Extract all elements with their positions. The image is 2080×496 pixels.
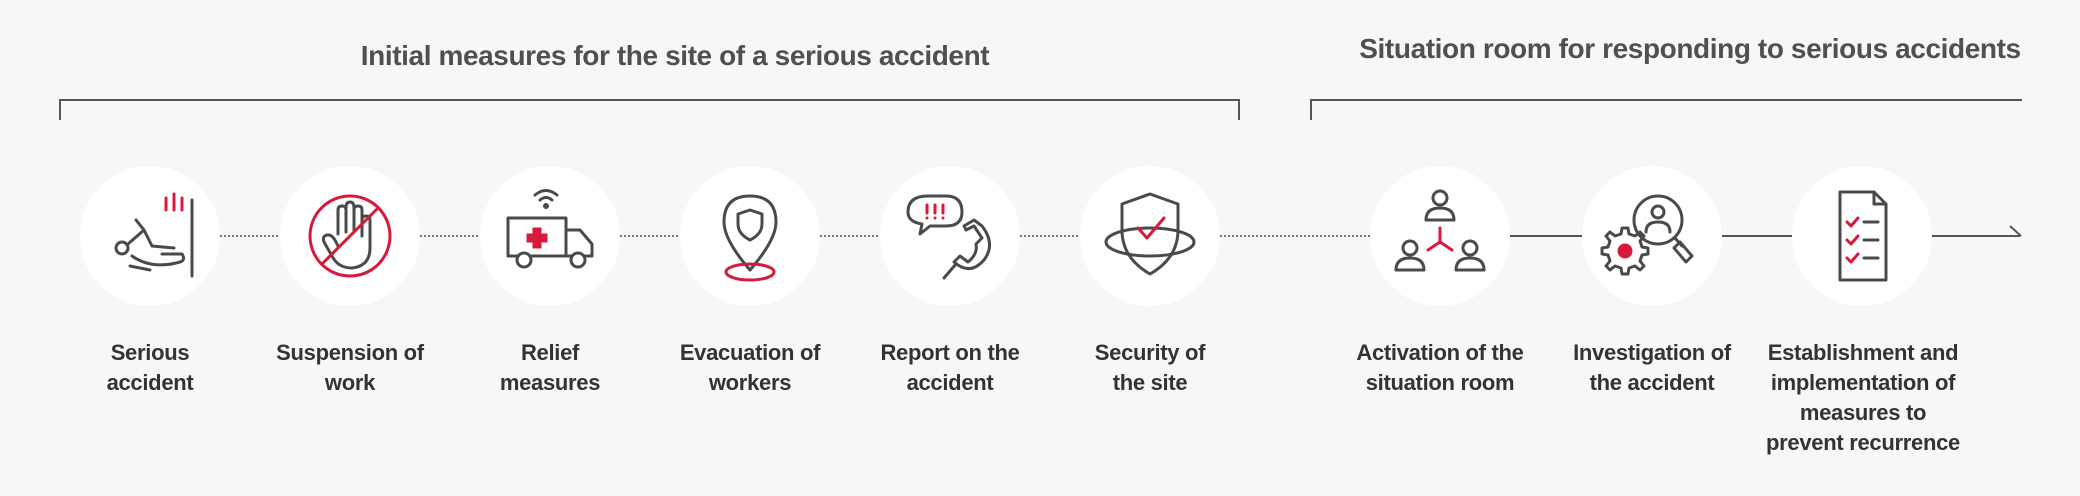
connector-dotted-5 — [1020, 235, 1080, 237]
team-network-icon — [1394, 189, 1486, 272]
connector-solid-1 — [1510, 235, 1582, 237]
falling-person-icon — [114, 192, 194, 278]
step-circle — [1370, 166, 1510, 306]
location-shield-icon — [722, 194, 778, 282]
bracket-initial — [59, 99, 1240, 120]
checklist-icon — [1838, 190, 1888, 282]
bracket-room — [1310, 99, 2022, 120]
step-circle — [480, 166, 620, 306]
step-circle — [1080, 166, 1220, 306]
step-circle — [80, 166, 220, 306]
step-circle — [1792, 166, 1932, 306]
step-circle — [1582, 166, 1722, 306]
connector-dotted-2 — [420, 235, 480, 237]
connector-dotted-3 — [620, 235, 680, 237]
connector-dotted-6 — [1220, 235, 1370, 237]
phone-alert-icon — [906, 194, 991, 280]
connector-dotted-4 — [820, 235, 880, 237]
step-circle — [880, 166, 1020, 306]
flow-arrow — [1932, 225, 2022, 237]
step-circle — [680, 166, 820, 306]
connector-solid-2 — [1722, 235, 1792, 237]
ambulance-icon — [506, 189, 594, 269]
step-circle — [280, 166, 420, 306]
section-title-initial: Initial measures for the site of a serio… — [360, 40, 990, 71]
connector-dotted-1 — [220, 235, 280, 237]
investigation-icon — [1600, 194, 1694, 276]
section-title-room: Situation room for responding to serious… — [1359, 33, 2021, 64]
shield-check-icon — [1104, 192, 1196, 276]
stop-hand-icon — [308, 194, 392, 278]
